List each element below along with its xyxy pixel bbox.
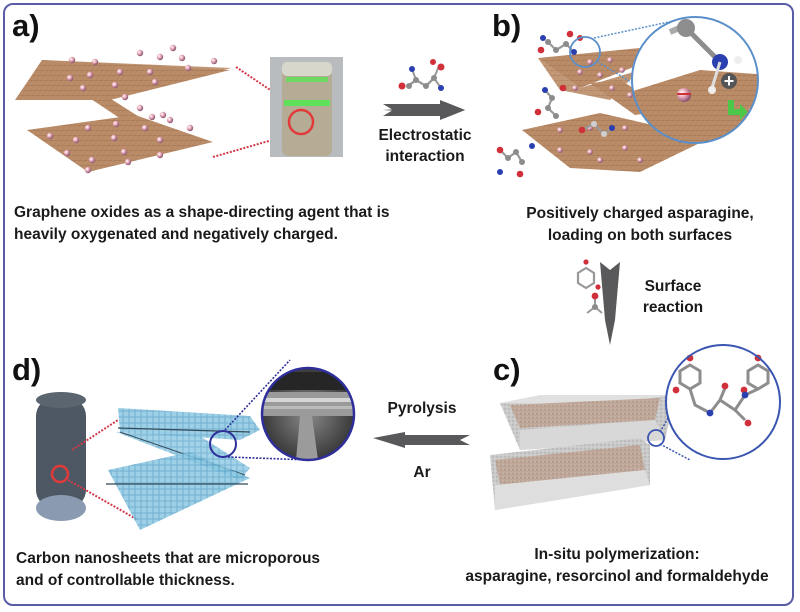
sem-magnified-view [260, 366, 356, 462]
resorcinol-molecule [576, 266, 596, 290]
arrow-left-pyrolysis [373, 432, 470, 448]
panel-label-a: a) [12, 8, 40, 43]
zoom-circle-small-b [569, 36, 601, 68]
caption-c-line2: asparagine, resorcinol and formaldehyde [465, 568, 769, 585]
caption-c: In-situ polymerization: asparagine, reso… [442, 544, 792, 588]
caption-b: Positively charged asparagine, loading o… [495, 203, 785, 247]
arrow-label-ar: Ar [413, 464, 431, 481]
caption-c-line1: In-situ polymerization: [534, 546, 700, 563]
arrow-down-surface-reaction [600, 262, 620, 345]
panel-label-c: c) [493, 352, 521, 387]
caption-a: Graphene oxides as a shape-directing age… [14, 202, 414, 246]
carbon-nanosheets [106, 408, 260, 530]
caption-b-line2: loading on both surfaces [547, 227, 733, 244]
green-arrow-icon [728, 100, 748, 120]
oxygen-groups-b [557, 57, 683, 163]
caption-d-line1: Carbon nanosheets that are microporous [16, 550, 321, 567]
caption-d: Carbon nanosheets that are microporous a… [16, 548, 371, 592]
formaldehyde-molecule [586, 292, 603, 314]
panel-label-b: b) [492, 8, 522, 43]
figure-frame [3, 3, 794, 606]
monolith-zoom-circle [50, 464, 70, 484]
arrow-label-line1: Surface [644, 278, 702, 295]
arrow-label-surface-reaction: Surface reaction [628, 276, 718, 318]
go-dispersion-vial [270, 57, 343, 157]
polymer-coated-sheets [490, 395, 675, 510]
arrow-label-line1: Electrostatic [378, 127, 472, 144]
oxygen-groups-a [46, 44, 218, 174]
carbon-monolith [36, 392, 86, 521]
arrow-label-pyrolysis: Pyrolysis [387, 400, 457, 417]
graphene-oxide-sheets [15, 60, 232, 172]
arrow-label-line2: reaction [642, 299, 704, 316]
vial-zoom-circle [287, 108, 315, 136]
zoom-circle-small-c [647, 429, 665, 447]
zoom-circle-small-d [209, 430, 237, 458]
caption-b-line1: Positively charged asparagine, [526, 205, 754, 222]
asparagine-molecule-a [398, 59, 445, 91]
magnified-view-c [665, 344, 781, 460]
go-sheet-bottom [27, 115, 213, 172]
arrow-label-line2: interaction [385, 148, 465, 165]
arrow-label-electrostatic: Electrostatic interaction [370, 125, 480, 167]
caption-a-line1: Graphene oxides as a shape-directing age… [14, 204, 390, 221]
panel-label-d: d) [12, 352, 42, 387]
positive-charge-icon: + [724, 71, 735, 91]
caption-d-line2: and of controllable thickness. [16, 572, 235, 589]
caption-a-line2: heavily oxygenated and negatively charge… [14, 226, 338, 243]
